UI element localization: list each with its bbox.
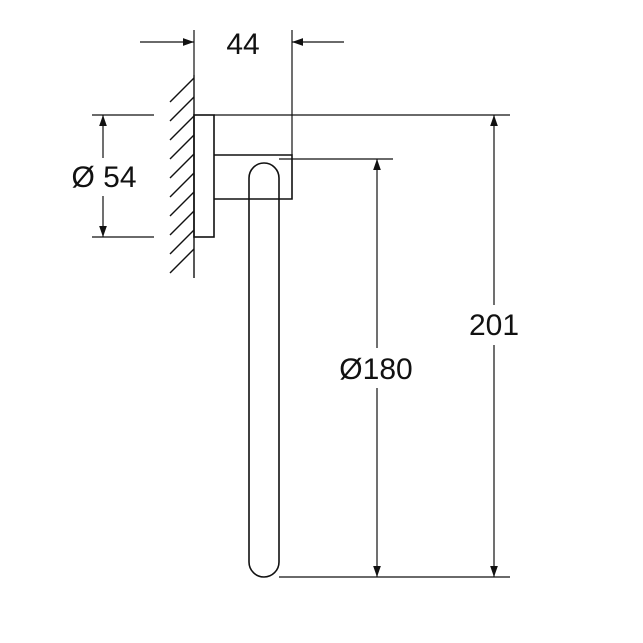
total-height-label: 201 [469,309,519,342]
holder-arm [214,154,293,200]
rosette-diameter-label: Ø 54 [71,161,136,194]
rosette-plate [193,114,215,238]
ring [248,162,280,578]
towel-ring-outline [193,114,293,578]
ring-diameter-label: Ø180 [339,353,412,386]
dimension-lines [99,38,498,577]
depth-label: 44 [226,28,259,61]
extension-lines [92,30,510,578]
wall-hatching [169,75,195,278]
